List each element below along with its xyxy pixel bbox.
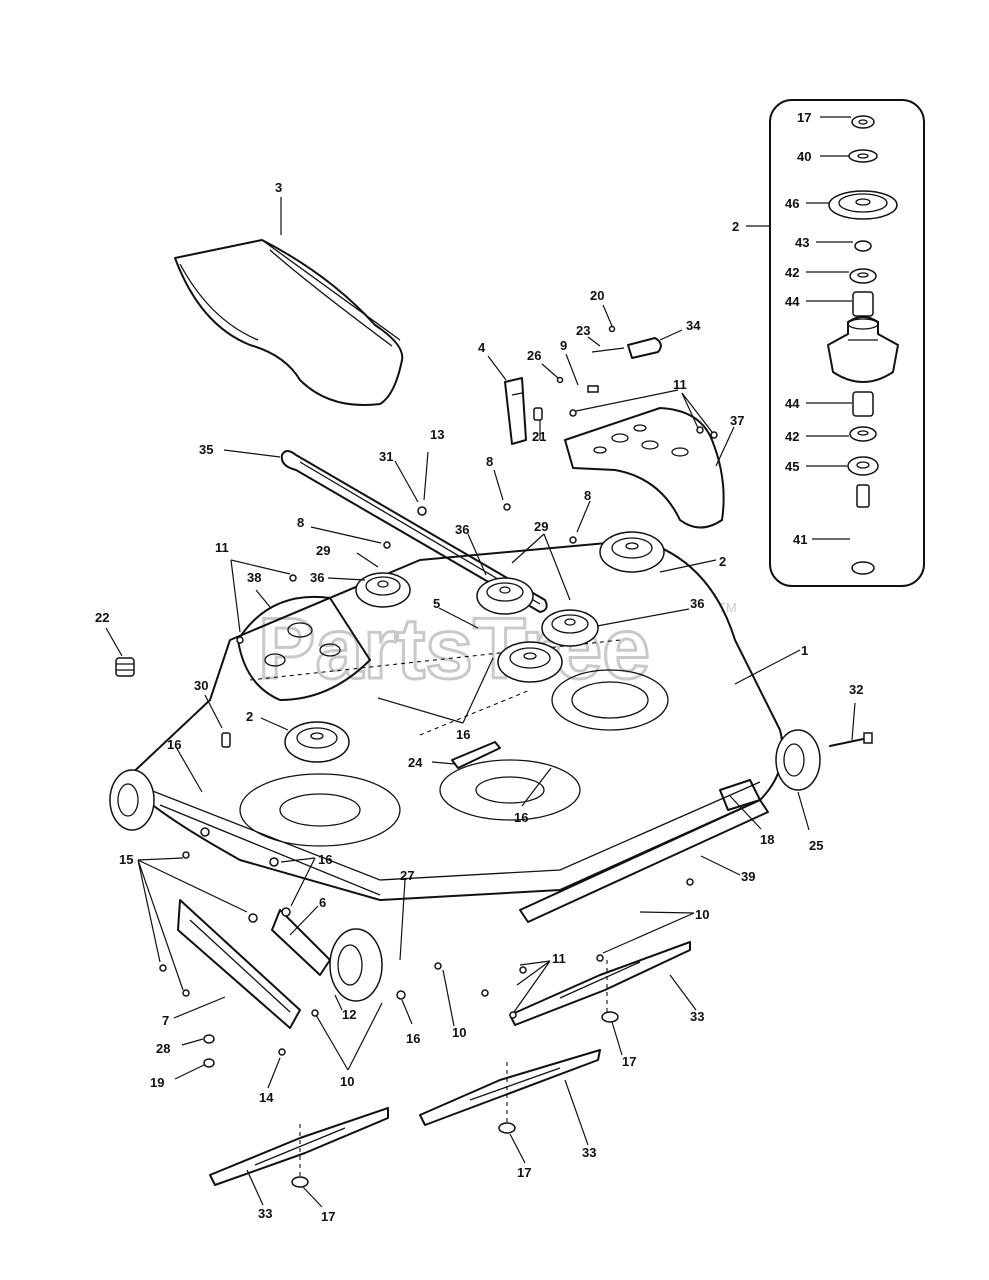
callout-33: 33 (582, 1145, 596, 1160)
callout-37: 37 (730, 413, 744, 428)
callout-13: 13 (430, 427, 444, 442)
callout-11: 11 (215, 540, 229, 555)
callout-2: 2 (719, 554, 726, 569)
callout-11: 11 (673, 377, 687, 392)
callout-15: 15 (119, 852, 133, 867)
callout-10: 10 (452, 1025, 466, 1040)
callout-36: 36 (455, 522, 469, 537)
callout-16: 16 (167, 737, 181, 752)
callout-36: 36 (690, 596, 704, 611)
callout-35: 35 (199, 442, 213, 457)
callout-45: 45 (785, 459, 799, 474)
spindle-pulley-center-5 (497, 641, 563, 683)
callout-7: 7 (162, 1013, 169, 1028)
callout-8: 8 (584, 488, 591, 503)
side-rail-39 (519, 779, 769, 923)
callout-16: 16 (456, 727, 470, 742)
spindle-pulley-right-2 (599, 531, 665, 573)
hardware-dots (159, 409, 718, 1188)
callout-38: 38 (247, 570, 261, 585)
callout-2: 2 (732, 219, 739, 234)
pulley-center-36 (476, 577, 534, 615)
callout-34: 34 (686, 318, 701, 333)
callout-17: 17 (321, 1209, 335, 1224)
gauge-wheel-front-12 (329, 928, 383, 1002)
callout-23: 23 (576, 323, 590, 338)
callout-28: 28 (156, 1041, 170, 1056)
callout-10: 10 (340, 1074, 354, 1089)
callout-42: 42 (785, 265, 799, 280)
callout-46: 46 (785, 196, 799, 211)
callout-26: 26 (527, 348, 541, 363)
callout-22: 22 (95, 610, 109, 625)
callout-24: 24 (408, 755, 423, 770)
callout-8: 8 (486, 454, 493, 469)
blade-middle (419, 1049, 601, 1126)
pulley-right-36 (541, 609, 599, 647)
callout-8: 8 (297, 515, 304, 530)
callout-20: 20 (590, 288, 604, 303)
callout-32: 32 (849, 682, 863, 697)
pulley-left-36 (355, 572, 411, 608)
callout-39: 39 (741, 869, 755, 884)
spindle-assembly-inset (769, 99, 925, 587)
callout-16: 16 (318, 852, 332, 867)
callout-3: 3 (275, 180, 282, 195)
callout-19: 19 (150, 1075, 164, 1090)
callout-labels: 3 2 17 40 46 43 42 44 44 42 45 41 20 34 … (95, 110, 863, 1224)
bolt-32 (829, 732, 873, 747)
blade-upper-right (509, 941, 691, 1026)
callout-44: 44 (785, 294, 800, 309)
callout-18: 18 (760, 832, 774, 847)
idler-bracket (504, 377, 543, 445)
callout-21: 21 (532, 429, 546, 444)
discharge-chute (174, 239, 404, 406)
callout-9: 9 (560, 338, 567, 353)
callout-27: 27 (400, 868, 414, 883)
callout-40: 40 (797, 149, 811, 164)
callout-11: 11 (552, 951, 566, 966)
callout-33: 33 (258, 1206, 272, 1221)
callout-25: 25 (809, 838, 823, 853)
callout-10: 10 (695, 907, 709, 922)
gauge-wheel-left (109, 769, 155, 831)
callout-17: 17 (622, 1054, 636, 1069)
hanger-bracket-7 (177, 899, 301, 1029)
callout-5: 5 (433, 596, 440, 611)
callout-29: 29 (316, 543, 330, 558)
callout-4: 4 (478, 340, 486, 355)
callout-12: 12 (342, 1007, 356, 1022)
spring-22 (115, 657, 135, 677)
callout-33: 33 (690, 1009, 704, 1024)
gauge-wheel-right-25 (775, 729, 821, 791)
callout-30: 30 (194, 678, 208, 693)
callout-42: 42 (785, 429, 799, 444)
callout-2: 2 (246, 709, 253, 724)
idler-arm-34 (556, 325, 662, 393)
callout-44: 44 (785, 396, 800, 411)
callout-41: 41 (793, 532, 807, 547)
callout-17: 17 (797, 110, 811, 125)
callout-43: 43 (795, 235, 809, 250)
blade-lower-left (209, 1107, 389, 1186)
callout-36: 36 (310, 570, 324, 585)
belt-cover (564, 407, 725, 529)
baffle-24 (451, 741, 501, 769)
leader-lines (105, 116, 856, 1208)
callout-6: 6 (319, 895, 326, 910)
callout-14: 14 (259, 1090, 274, 1105)
callout-16: 16 (514, 810, 528, 825)
callout-17: 17 (517, 1165, 531, 1180)
spindle-hardware-stack (827, 115, 899, 575)
callout-29: 29 (534, 519, 548, 534)
callout-31: 31 (379, 449, 393, 464)
callout-16: 16 (406, 1031, 420, 1046)
pulley-shield (237, 596, 371, 701)
bracket-6 (271, 909, 331, 976)
spindle-pulley-left-2 (284, 721, 350, 763)
callout-1: 1 (801, 643, 808, 658)
